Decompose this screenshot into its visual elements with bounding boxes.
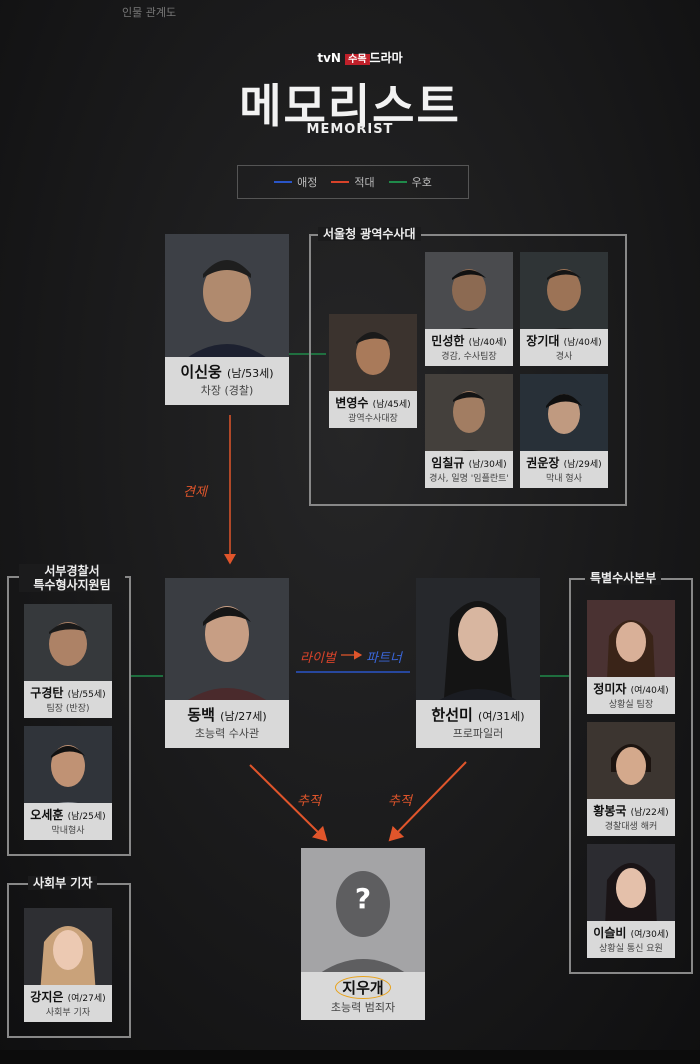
group-box-seoul [309,234,627,506]
card-gu[interactable]: 구경탄 (남/55세) 팀장 (반장) [24,604,112,718]
legend-line-icon [331,181,350,183]
card-jang-name: 장기대 (남/40세) [526,334,602,348]
card-oh-name: 오세훈 (남/25세) [30,808,106,822]
group-title-seobu: 서부경찰서 특수형사지원팀 [19,564,125,592]
card-jung[interactable]: 정미자 (여/40세) 상황실 팀장 [587,600,675,714]
relation-label-chase-left: 추적 [297,794,321,809]
card-han[interactable]: 한선미 (여/31세) 프로파일러 [416,578,540,748]
drama-title-english: MEMORIST [306,122,394,137]
card-min-name: 민성한 (남/40세) [431,334,507,348]
channel-suffix: 드라마 [369,51,403,65]
card-byun-name: 변영수 (남/45세) [335,396,411,410]
card-hwang-name: 황봉국 (남/22세) [593,804,669,818]
legend-label: 적대 [354,176,375,189]
bottom-strip [0,1050,700,1064]
group-title-special: 특별수사본부 [585,571,662,585]
card-oh-role: 막내형사 [51,826,85,836]
card-jung-role: 상황실 팀장 [608,700,654,710]
card-lim-role: 경사, 일명 '임플란트' [429,474,509,484]
channel-badge: 수목 [345,54,370,65]
group-title-seoul: 서울청 광역수사대 [318,227,421,241]
top-note: 인물 관계도 [122,6,177,19]
card-jang[interactable]: 장기대 (남/40세) 경사 [520,252,608,366]
card-lee[interactable]: 이신웅 (남/53세) 차장 (경찰) [165,234,289,405]
card-kang-role: 사회부 기자 [45,1008,91,1018]
question-mark-icon: ? [354,882,372,915]
relation-label-partner: 파트너 [366,651,402,666]
card-lee-role: 차장 (경찰) [200,384,254,397]
channel-name: tvN [317,51,341,65]
card-byun-role: 광역수사대장 [348,414,398,424]
group-title-seobu-line2: 특수형사지원팀 [33,578,111,592]
card-han-role: 프로파일러 [452,727,504,740]
card-kang[interactable]: 강지은 (여/27세) 사회부 기자 [24,908,112,1022]
card-hwang[interactable]: 황봉국 (남/22세) 경찰대생 해커 [587,722,675,836]
card-lee-name: 이신웅 (남/53세) [180,363,274,381]
drama-title: 메모리스트 [239,79,461,133]
card-hwang-role: 경찰대생 해커 [604,822,658,832]
legend-line-icon [388,181,407,183]
card-yi[interactable]: 이슬비 (여/30세) 상황실 통신 요원 [587,844,675,958]
card-kwon-name: 권운장 (남/29세) [526,456,602,470]
relation-label-chase-right: 추적 [388,794,412,809]
legend-item-friendly: 우호 [388,174,432,190]
legend-label: 애정 [297,176,318,189]
card-kang-name: 강지은 (여/27세) [30,990,106,1004]
card-byun[interactable]: 변영수 (남/45세) 광역수사대장 [329,314,417,428]
card-ji-role: 초능력 범죄자 [330,1001,396,1014]
legend-item-affection: 애정 [274,174,317,190]
group-title-seobu-line1: 서부경찰서 [44,564,100,578]
legend: 애정 적대 우호 [237,165,469,199]
legend-item-hostile: 적대 [331,174,375,190]
card-gu-name: 구경탄 (남/55세) [30,686,106,700]
card-kwon[interactable]: 권운장 (남/29세) 막내 형사 [520,374,608,488]
card-jung-name: 정미자 (여/40세) [593,682,669,696]
legend-line-icon [274,181,293,183]
card-ji[interactable]: ? 지우개 초능력 범죄자 [301,848,425,1020]
card-dong-name: 동백 (남/27세) [187,706,267,724]
relation-label-rival: 라이벌 [300,651,336,666]
card-dong-role: 초능력 수사관 [194,727,260,740]
card-han-name: 한선미 (여/31세) [431,706,525,724]
card-yi-role: 상황실 통신 요원 [599,944,663,954]
card-jang-role: 경사 [555,352,573,362]
card-dong[interactable]: 동백 (남/27세) 초능력 수사관 [165,578,289,748]
chase-arrow-left [249,764,328,842]
card-ji-name: 지우개 [301,976,425,999]
chase-arrow-right [388,761,467,842]
card-yi-name: 이슬비 (여/30세) [593,926,669,940]
card-lim-name: 임칠규 (남/30세) [431,456,507,470]
group-title-social: 사회부 기자 [28,876,98,890]
card-min-role: 경감, 수사팀장 [441,352,497,362]
card-kwon-role: 막내 형사 [546,474,582,484]
card-gu-role: 팀장 (반장) [46,704,90,714]
legend-label: 우호 [411,176,432,189]
card-lim[interactable]: 임칠규 (남/30세) 경사, 일명 '임플란트' [425,374,513,488]
card-min[interactable]: 민성한 (남/40세) 경감, 수사팀장 [425,252,513,366]
card-oh[interactable]: 오세훈 (남/25세) 막내형사 [24,726,112,840]
relation-label-check: 견제 [183,485,207,500]
